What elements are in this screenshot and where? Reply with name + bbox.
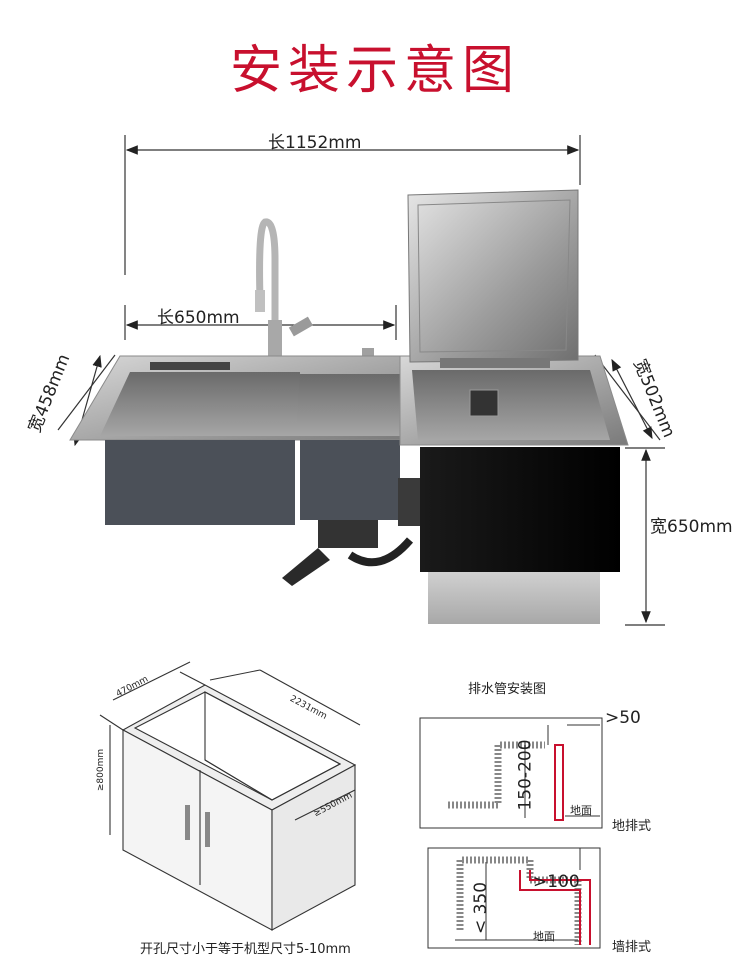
dishwasher-tray bbox=[428, 572, 600, 624]
floor-ground-label: 地面 bbox=[570, 804, 592, 817]
floor-gap-label: >50 bbox=[605, 708, 641, 728]
floor-type-label: 地排式 bbox=[612, 819, 652, 834]
cutting-slot bbox=[150, 362, 230, 370]
left-bowl bbox=[105, 440, 295, 525]
drain-hose bbox=[282, 548, 330, 586]
basin-length-label: 长650mm bbox=[157, 308, 240, 328]
page-title: 安装示意图 bbox=[229, 41, 520, 101]
height-label: 宽650mm bbox=[650, 517, 733, 537]
wall-range-label: < 350 bbox=[471, 881, 492, 935]
middle-basin bbox=[296, 374, 402, 436]
left-basin bbox=[100, 372, 300, 436]
wall-ground-label: 地面 bbox=[533, 930, 555, 943]
floor-range-label: 150-200 bbox=[515, 739, 536, 811]
drain-heading: 排水管安装图 bbox=[468, 682, 547, 697]
right-bowl bbox=[300, 440, 400, 520]
wall-type-label: 墙排式 bbox=[612, 940, 652, 955]
dishwasher-body bbox=[420, 447, 620, 572]
wall-gap-label: >100 bbox=[533, 872, 580, 892]
cabinet-caption: 开孔尺寸小于等于机型尺寸5-10mm bbox=[140, 942, 351, 957]
total-length-label: 长1152mm bbox=[268, 133, 362, 153]
dishwasher-lid bbox=[407, 189, 579, 363]
dishwasher-button bbox=[469, 389, 499, 417]
drain-pipe bbox=[318, 520, 378, 548]
